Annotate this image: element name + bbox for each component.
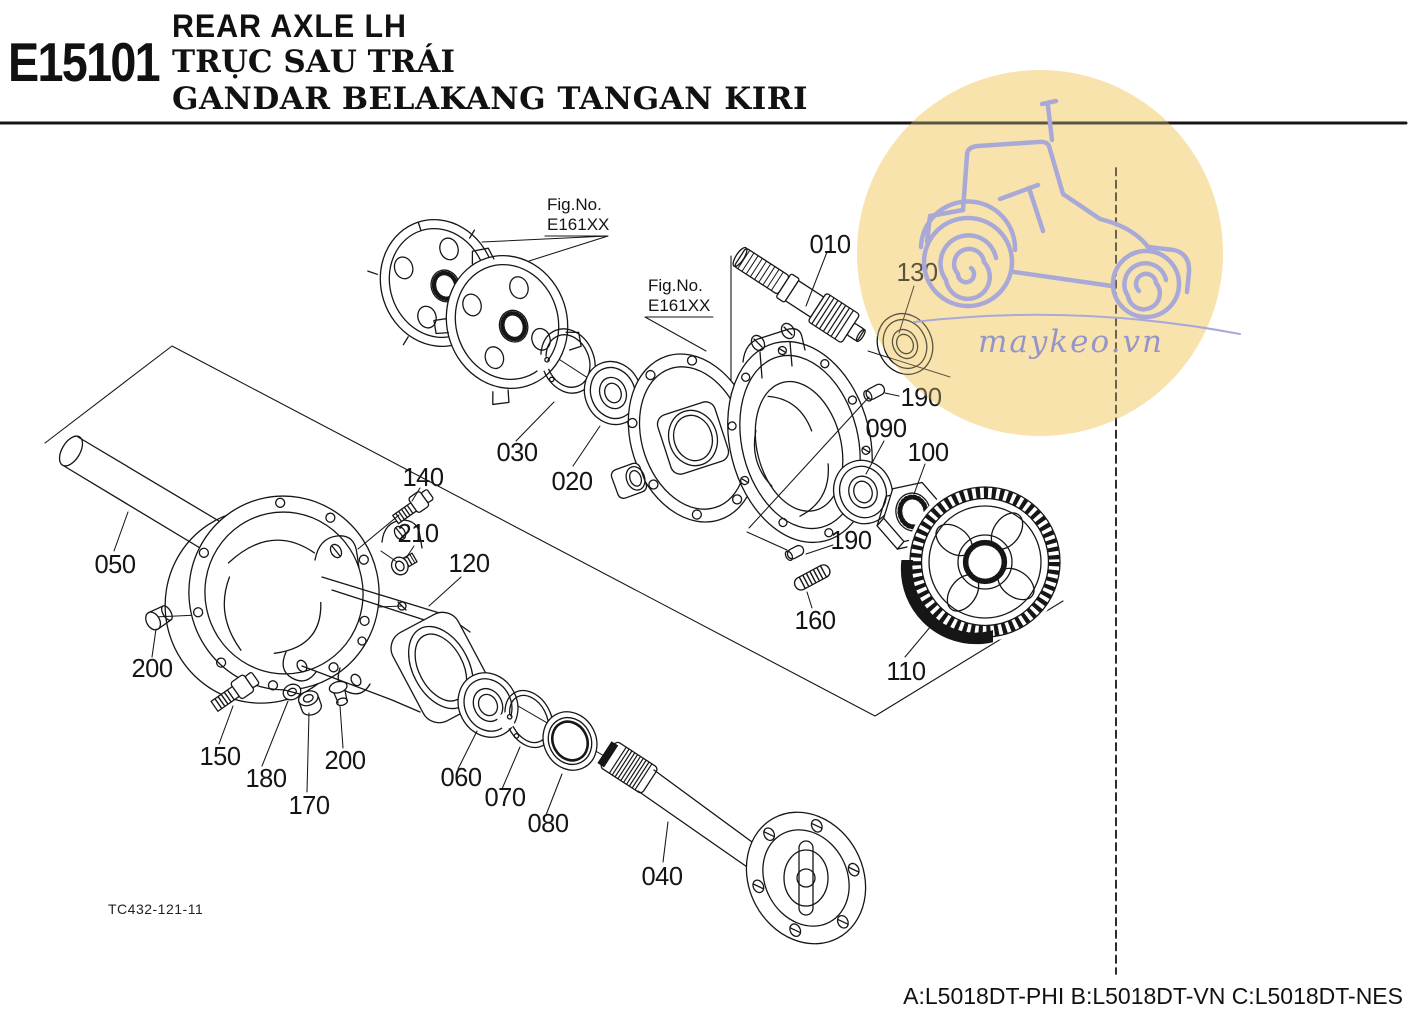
part-axle-shaft-040 — [597, 741, 867, 945]
part-pin-190b — [784, 544, 805, 562]
watermark-circle — [857, 70, 1223, 436]
callout-210: 210 — [397, 520, 438, 548]
callout-190a: 190 — [900, 384, 941, 412]
tractor-watermark-icon — [913, 98, 1241, 335]
callout-010: 010 — [809, 231, 850, 259]
watermark-text: maykeo.vn — [978, 324, 1164, 360]
callout-070: 070 — [484, 784, 525, 812]
callout-100: 100 — [907, 439, 948, 467]
callout-020: 020 — [551, 468, 592, 496]
part-plug-200b — [328, 680, 349, 707]
part-bolt-150 — [210, 672, 260, 712]
fig-ref-1-line2: E161XX — [547, 215, 609, 234]
part-cover-bracket — [742, 322, 806, 379]
callout-200b: 200 — [324, 747, 365, 775]
callout-080: 080 — [527, 810, 568, 838]
callout-040: 040 — [641, 863, 682, 891]
callout-180: 180 — [245, 765, 286, 793]
callout-090: 090 — [865, 415, 906, 443]
callout-160: 160 — [794, 607, 835, 635]
part-bearing-090 — [832, 459, 894, 525]
watermark-overlay — [857, 70, 1223, 436]
frame-line — [44, 345, 1064, 717]
fig-ref-1-line1: Fig.No. — [547, 195, 602, 214]
callout-030: 030 — [496, 439, 537, 467]
part-brake-disc-2 — [433, 247, 582, 406]
fig-ref-2-line1: Fig.No. — [648, 276, 703, 295]
part-final-gear-110 — [900, 483, 1064, 645]
part-bearing-130 — [876, 313, 934, 375]
callout-060: 060 — [440, 764, 481, 792]
callout-120: 120 — [448, 550, 489, 578]
part-stud-160 — [793, 564, 831, 591]
part-axle-case-120 — [164, 495, 492, 724]
callout-190b: 190 — [830, 527, 871, 555]
part-snap-ring-030 — [532, 328, 596, 394]
part-snap-ring-070 — [496, 689, 554, 749]
part-pinion-shaft-010 — [732, 246, 866, 343]
callout-110: 110 — [886, 658, 925, 686]
page-title-en: REAR AXLE LH — [172, 8, 407, 44]
part-washer-180 — [282, 683, 302, 701]
callout-150: 150 — [199, 743, 240, 771]
callout-200a: 200 — [131, 655, 172, 683]
page-title-id: GANDAR BELAKANG TANGAN KIRI — [172, 81, 808, 117]
page-title-vi: TRỤC SAU TRÁI — [172, 44, 455, 80]
callout-140: 140 — [402, 464, 443, 492]
callout-050: 050 — [94, 551, 135, 579]
drawing-code: TC432-121-11 — [108, 901, 204, 917]
part-plug-200a — [145, 605, 173, 631]
part-pin-190a — [863, 383, 886, 402]
part-screw-210 — [390, 552, 418, 576]
model-codes: A:L5018DT-PHI B:L5018DT-VN C:L5018DT-NES — [903, 983, 1403, 1009]
callout-170: 170 — [288, 792, 329, 820]
part-nut-170 — [297, 690, 323, 716]
page-code: E15101 — [8, 31, 161, 93]
fig-ref-2-line2: E161XX — [648, 296, 710, 315]
leader-lines — [113, 235, 932, 863]
part-seal-080 — [542, 711, 598, 771]
